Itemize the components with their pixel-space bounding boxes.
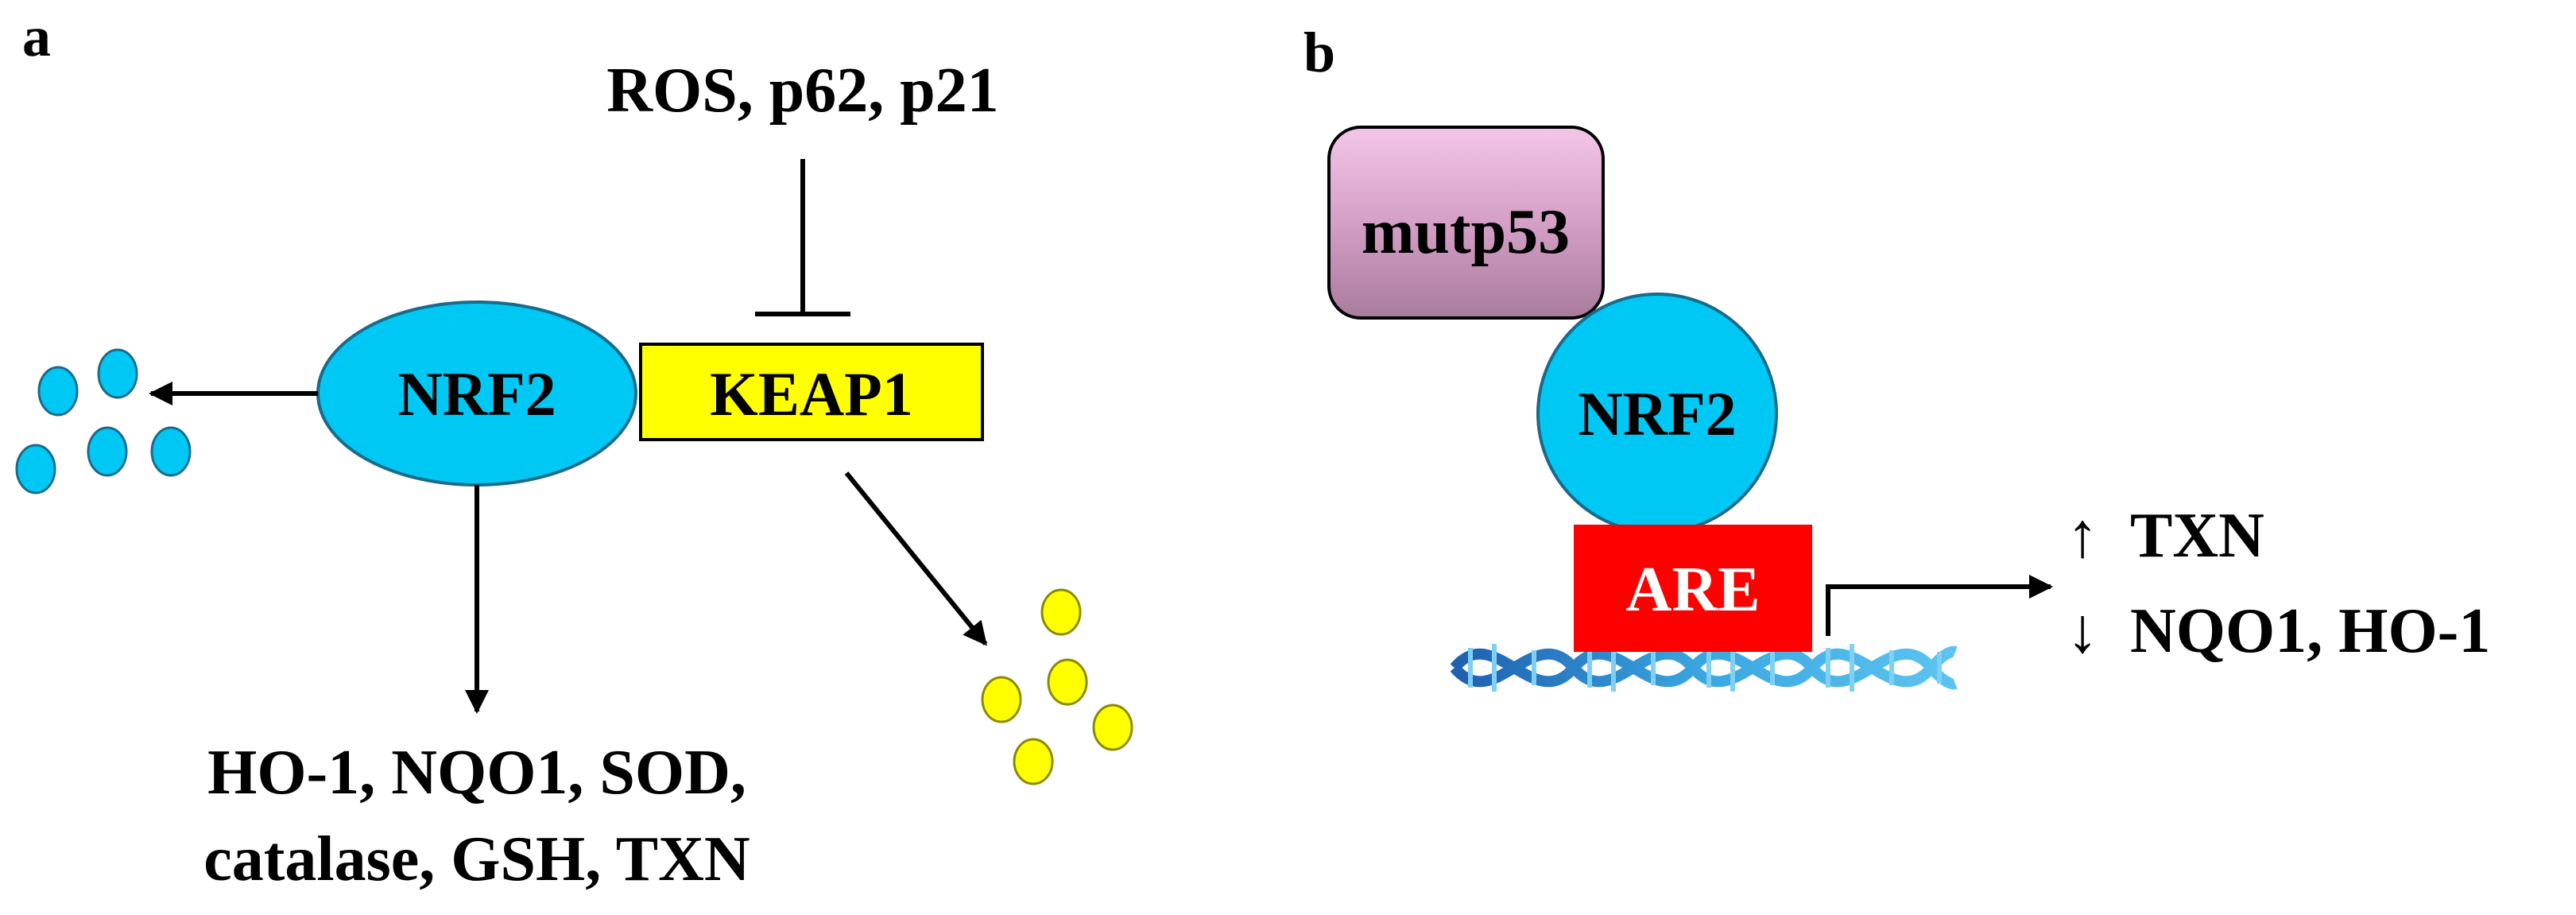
panel-b: b mutp53 NRF2 [1303, 21, 2490, 692]
keap1-dots [981, 588, 1133, 785]
up-genes: TXN [2130, 501, 2264, 571]
nrf2-dots [15, 348, 192, 494]
keap1-box [639, 343, 984, 441]
up-arrow: ↑ [2067, 501, 2098, 571]
dna-helix [1450, 644, 1958, 692]
nrf2-label-a: NRF2 [397, 359, 556, 428]
down-genes: NQO1, HO-1 [2130, 596, 2490, 666]
mutp53-box [1327, 126, 1605, 320]
panel-b-label: b [1303, 21, 1335, 84]
keap1-label: KEAP1 [710, 359, 913, 428]
nrf2-label-b: NRF2 [1578, 379, 1736, 448]
panel-a-label: a [22, 5, 51, 68]
targets-line2: catalase, GSH, TXN [203, 824, 750, 894]
keap1-degradation-arrow [844, 471, 988, 646]
are-box [1574, 525, 1812, 652]
panel-a: a ROS, p62, p21 NRF2 KEAP1 HO-1, NQO1, S… [15, 5, 1133, 894]
inhibitors-label: ROS, p62, p21 [606, 56, 998, 126]
are-label: ARE [1626, 555, 1761, 625]
down-arrow: ↓ [2067, 596, 2098, 666]
targets-line1: HO-1, NQO1, SOD, [207, 738, 746, 808]
mutp53-label: mutp53 [1362, 197, 1570, 267]
transcription-arrow [1826, 575, 2053, 636]
